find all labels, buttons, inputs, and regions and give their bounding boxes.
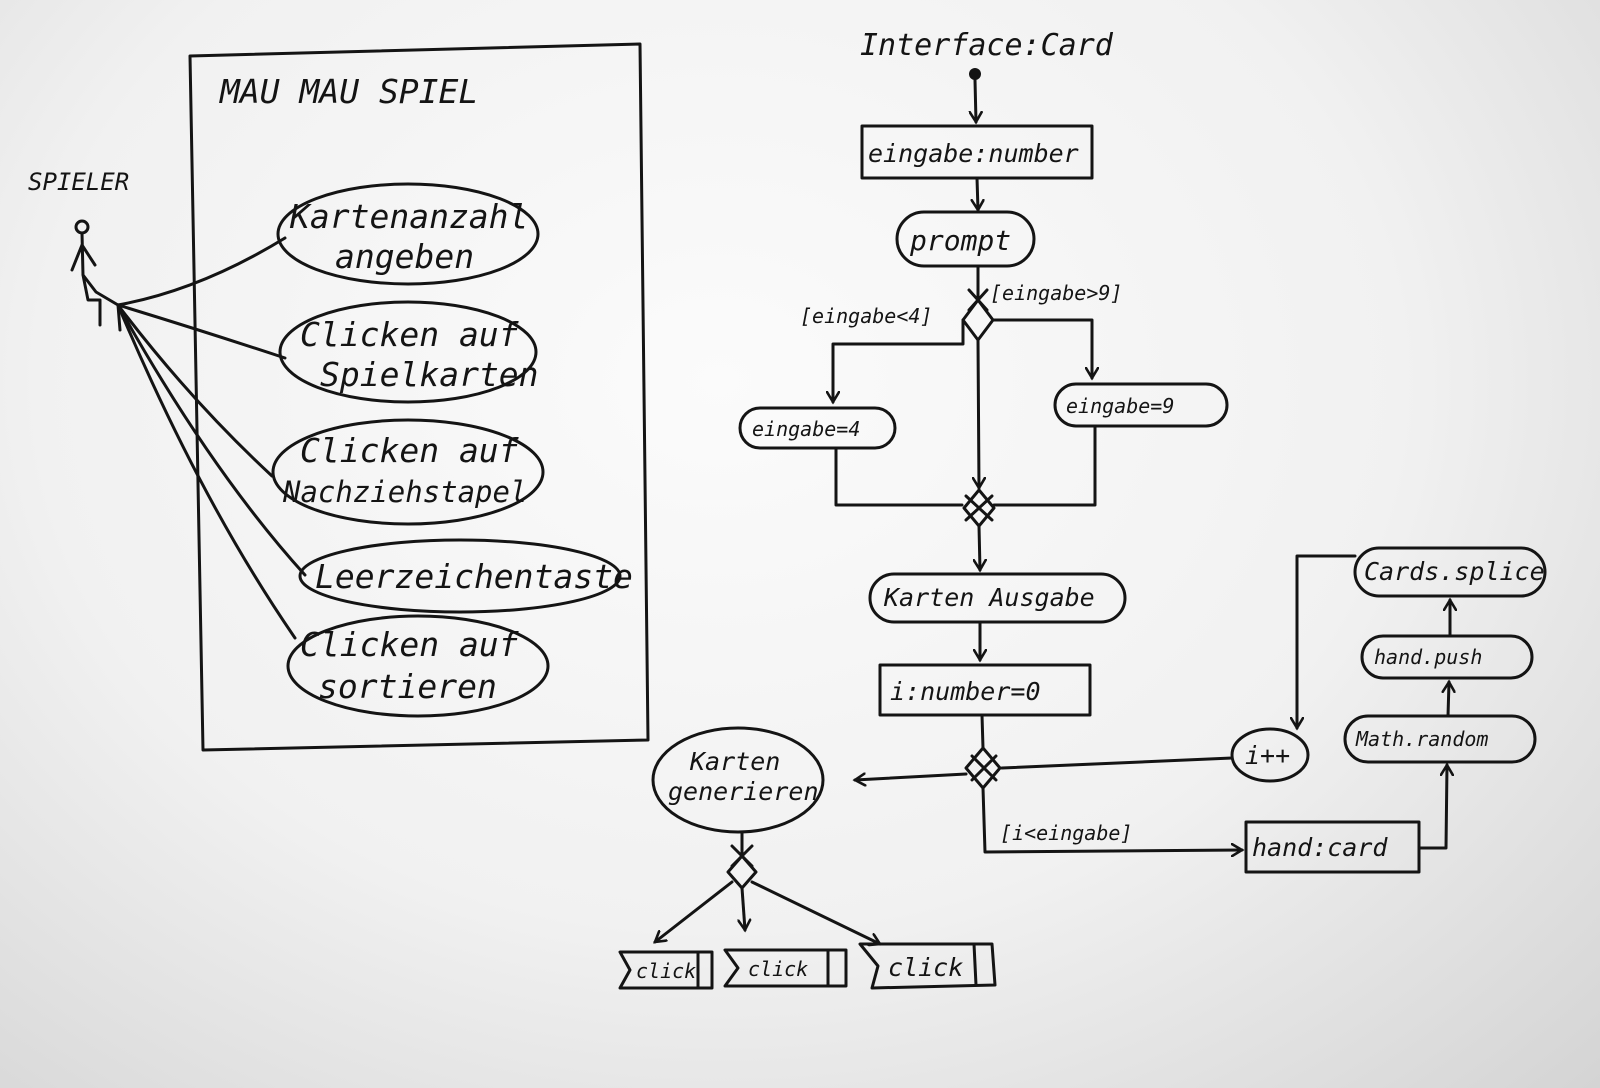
- loop-guard: [i<eingabe]: [1000, 821, 1132, 845]
- push-action: [1360, 634, 1534, 680]
- decision-node: [961, 298, 995, 342]
- generate-label: Karten: [689, 747, 780, 776]
- random-label: Math.random: [1355, 727, 1488, 751]
- use-case-spielkarten: Clicken auf Spielkarten: [278, 300, 539, 404]
- set-min-label: eingabe=4: [752, 417, 860, 441]
- use-case-nachziehstapel: Clicken auf Nachziehstapel: [271, 418, 545, 526]
- use-case-diagram: MAU MAU SPIEL SPIELER Kartenanzahl angeb…: [28, 42, 650, 752]
- use-case-label: sortieren: [318, 667, 497, 706]
- association-lines: [116, 236, 307, 640]
- guard-greater: [eingabe>9]: [990, 281, 1122, 305]
- hand-variable-label: hand:card: [1252, 833, 1388, 862]
- random-action: [1343, 714, 1537, 764]
- push-label: hand.push: [1374, 645, 1482, 669]
- start-node: [969, 68, 981, 80]
- prompt-label: prompt: [909, 224, 1011, 257]
- input-variable-label: eingabe:number: [868, 139, 1079, 168]
- splice-label: Cards.splice: [1364, 557, 1545, 586]
- use-case-label: Nachziehstapel: [282, 475, 527, 509]
- activity-title: Interface:Card: [860, 28, 1114, 63]
- generate-label: generieren: [668, 777, 819, 806]
- click-event-3: click: [858, 942, 997, 990]
- guard-less: [eingabe<4]: [800, 304, 932, 328]
- click-event-label: click: [636, 959, 696, 983]
- use-case-label: Leerzeichentaste: [315, 557, 633, 596]
- click-event-1: click: [618, 950, 714, 990]
- counter-box: [878, 663, 1092, 717]
- click-event-label: click: [888, 953, 963, 982]
- use-case-label: Kartenanzahl: [289, 197, 528, 236]
- use-case-label: angeben: [335, 237, 474, 276]
- generate-action: [651, 726, 825, 834]
- prompt-action: [895, 210, 1036, 268]
- system-boundary: [188, 42, 650, 752]
- actor-stick-figure-icon: [70, 219, 122, 332]
- increment-label: i++: [1245, 741, 1290, 770]
- output-action: [868, 572, 1127, 624]
- counter-label: i:number=0: [890, 677, 1041, 706]
- click-event-2: click: [723, 948, 848, 988]
- activity-diagram: Interface:Card eingabe:number prompt [ei…: [618, 28, 1547, 990]
- set-min-action: [738, 406, 897, 450]
- use-case-label: Spielkarten: [320, 355, 539, 394]
- use-case-label: Clicken auf: [300, 431, 520, 470]
- use-case-label: Clicken auf: [300, 315, 520, 354]
- system-title: MAU MAU SPIEL: [219, 72, 478, 111]
- actor-label: SPIELER: [28, 168, 129, 196]
- use-case-label: Clicken auf: [300, 625, 520, 664]
- use-case-kartenanzahl: Kartenanzahl angeben: [276, 182, 540, 286]
- set-max-action: [1053, 382, 1229, 428]
- splice-action: [1353, 546, 1547, 598]
- increment-node: [1230, 727, 1310, 783]
- use-case-leerzeichentaste: Leerzeichentaste: [298, 538, 633, 614]
- set-max-label: eingabe=9: [1066, 394, 1174, 418]
- click-event-label: click: [748, 957, 808, 981]
- output-label: Karten Ausgabe: [883, 583, 1095, 612]
- use-case-sortieren: Clicken auf sortieren: [286, 614, 550, 718]
